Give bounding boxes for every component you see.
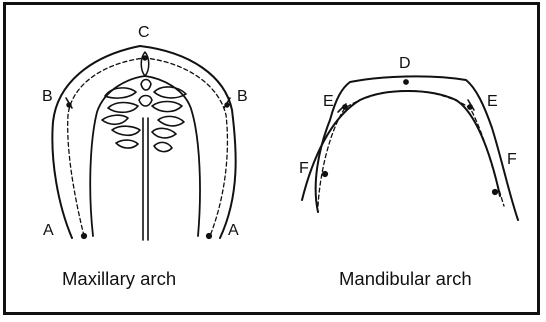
point-f-left-dot: [322, 171, 327, 176]
point-f-right-dot: [492, 189, 497, 194]
label-point-f-right: F: [507, 152, 517, 168]
point-b-right-dot: [225, 103, 229, 107]
label-point-b-left: B: [42, 89, 53, 105]
point-d-dot: [404, 80, 409, 85]
point-c-dot: [143, 56, 147, 60]
label-point-a-left: A: [43, 223, 54, 239]
label-point-c: C: [138, 25, 150, 41]
maxillary-arch-caption: Maxillary arch: [62, 270, 176, 289]
palatal-rugae: [102, 80, 186, 152]
label-point-a-right: A: [228, 223, 239, 239]
point-a-left-dot: [81, 233, 86, 238]
point-a-right-dot: [206, 233, 211, 238]
maxillary-arch-drawing: [52, 46, 235, 240]
label-point-b-right: B: [237, 89, 248, 105]
point-b-left-dot: [67, 103, 71, 107]
point-e-right-dot: [468, 105, 473, 110]
label-point-e-left: E: [323, 94, 334, 110]
point-e-left-dot: [343, 105, 348, 110]
label-point-d: D: [399, 56, 411, 72]
maxillary-inner-contour: [90, 76, 200, 236]
mandibular-arch-caption: Mandibular arch: [339, 270, 472, 289]
mandibular-arch-drawing: [302, 76, 518, 220]
label-point-f-left: F: [299, 161, 309, 177]
label-point-e-right: E: [487, 94, 498, 110]
